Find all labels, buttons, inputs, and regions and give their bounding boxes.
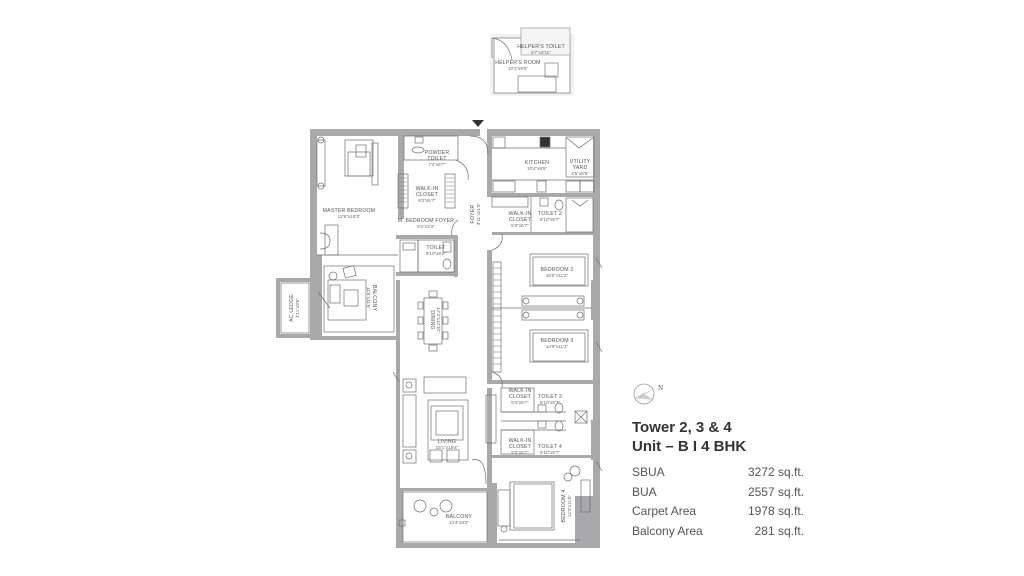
svg-text:14'5"x11'2": 14'5"x11'2": [546, 344, 569, 349]
label-bedroom-3: BEDROOM 3: [541, 338, 574, 344]
area-row-balcony: Balcony Area 281 sq.ft.: [632, 523, 804, 538]
room-labels: HELPER'S TOILET 6'7"x3'11" HELPER'S ROOM…: [289, 44, 591, 525]
svg-text:15'5"x11'2": 15'5"x11'2": [546, 273, 569, 278]
svg-text:CLOSET: CLOSET: [416, 192, 439, 198]
unit-heading: Unit – B I 4 BHK: [632, 438, 747, 455]
label-dining: DINING: [429, 310, 435, 329]
helper-block: [490, 27, 574, 96]
svg-text:7'3"x8'7": 7'3"x8'7": [428, 162, 446, 167]
label-walkin-closet-3: WALK-IN: [509, 388, 532, 394]
svg-text:4'11"x9'6": 4'11"x9'6": [295, 298, 300, 318]
label-toilet-2: TOILET 2: [538, 211, 562, 217]
area-row-carpet: Carpet Area 1978 sq.ft.: [632, 504, 804, 518]
svg-text:12'4"x12'10": 12'4"x12'10": [436, 307, 441, 333]
unit-title: Tower 2, 3 & 4 Unit – B I 4 BHK: [632, 418, 746, 456]
area-row-sbua: SBUA 3272 sq.ft.: [632, 465, 804, 479]
svg-text:10'4"x9'5": 10'4"x9'5": [527, 166, 547, 171]
svg-text:4'11"x21'8": 4'11"x21'8": [476, 202, 481, 225]
svg-text:8'10"x5'7": 8'10"x5'7": [540, 400, 560, 405]
svg-text:4'5"x8'5": 4'5"x8'5": [571, 171, 589, 176]
svg-text:5'3"x5'7": 5'3"x5'7": [511, 450, 529, 455]
svg-text:6'7"x3'11": 6'7"x3'11": [531, 50, 551, 55]
svg-text:5'3"x5'7": 5'3"x5'7": [511, 223, 529, 228]
label-ac-ledge: AC LEDGE: [289, 294, 295, 322]
tower-heading: Tower 2, 3 & 4: [632, 419, 732, 436]
label-m-bedroom-foyer: M. BEDROOM FOYER: [398, 218, 455, 224]
svg-text:8'10"x5'7": 8'10"x5'7": [540, 217, 560, 222]
label-master-bedroom: MASTER BEDROOM: [323, 208, 376, 214]
label-toilet-4: TOILET 4: [538, 444, 562, 450]
entry-arrow-icon: [472, 120, 484, 127]
label-balcony-master: BALCONY: [371, 285, 377, 312]
svg-text:8'10"x8'2": 8'10"x8'2": [426, 251, 446, 256]
svg-text:9'2"x5'7": 9'2"x5'7": [418, 198, 436, 203]
label-balcony-living: BALCONY: [446, 514, 473, 520]
svg-text:12'3"x11'6": 12'3"x11'6": [567, 494, 572, 517]
label-kitchen: KITCHEN: [525, 160, 549, 166]
svg-text:CLOSET: CLOSET: [509, 444, 532, 450]
label-utility-yard: UTILITY: [570, 159, 591, 165]
svg-text:12'6"x16'3": 12'6"x16'3": [338, 214, 361, 219]
label-bedroom-2: BEDROOM 2: [541, 267, 574, 273]
area-row-bua: BUA 2557 sq.ft.: [632, 484, 804, 499]
area-table: SBUA 3272 sq.ft. BUA 2557 sq.ft. Carpet …: [632, 463, 804, 541]
label-toilet-3: TOILET 3: [538, 394, 562, 400]
svg-text:CLOSET: CLOSET: [509, 394, 532, 400]
label-powder-toilet: POWDER: [425, 150, 450, 156]
svg-text:14'4"x8'2": 14'4"x8'2": [449, 520, 469, 525]
svg-text:8'10"x5'7": 8'10"x5'7": [540, 450, 560, 455]
label-bedroom-4: BEDROOM 4: [561, 490, 567, 523]
compass-label: N: [658, 384, 663, 392]
label-living: LIVING: [438, 439, 456, 445]
svg-text:10'2"x8'6": 10'2"x8'6": [508, 66, 528, 71]
svg-text:9'2"x3'3": 9'2"x3'3": [417, 224, 435, 229]
svg-text:CLOSET: CLOSET: [509, 217, 532, 223]
label-walkin-closet-master: WALK-IN: [416, 186, 439, 192]
svg-text:15'1"x19'4": 15'1"x19'4": [436, 445, 459, 450]
label-foyer: FOYER: [470, 205, 476, 224]
label-helper-room: HELPER'S ROOM: [495, 60, 540, 66]
label-walkin-closet-4: WALK-IN: [509, 438, 532, 444]
svg-text:11'5"x11'6": 11'5"x11'6": [366, 287, 371, 309]
interior-lines: [280, 135, 603, 543]
label-walkin-closet-2: WALK-IN: [509, 211, 532, 217]
label-toilet-1: TOILET: [426, 245, 446, 251]
svg-text:5'3"x5'7": 5'3"x5'7": [511, 400, 529, 405]
north-compass-icon: N: [633, 383, 663, 405]
svg-text:YARD: YARD: [573, 165, 588, 171]
svg-text:TOILET: TOILET: [427, 156, 447, 162]
label-helper-toilet: HELPER'S TOILET: [517, 44, 565, 50]
